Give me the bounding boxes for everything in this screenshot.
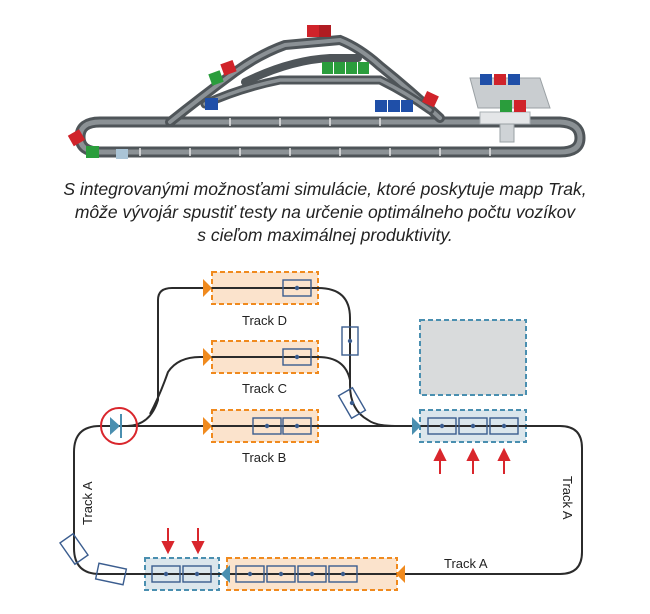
3d-rail-ticks bbox=[139, 118, 491, 156]
red-down-arrow bbox=[161, 528, 175, 555]
3d-cubes bbox=[67, 25, 526, 159]
orange-triangle-marker bbox=[203, 417, 212, 435]
3d-platform bbox=[469, 77, 551, 143]
caption-line-1: S integrovanými možnosťami simulácie, kt… bbox=[63, 179, 587, 199]
track-schematic: Track D Track C Track B Track A Track A … bbox=[59, 271, 583, 591]
red-down-arrow bbox=[191, 528, 205, 555]
shuttle bbox=[458, 417, 488, 435]
shuttle bbox=[151, 565, 181, 583]
shuttle bbox=[427, 417, 457, 435]
shuttle bbox=[282, 417, 312, 435]
red-up-arrow bbox=[497, 447, 511, 474]
label-track-b: Track B bbox=[242, 450, 286, 465]
shuttle bbox=[341, 326, 359, 356]
red-up-arrow bbox=[466, 447, 480, 474]
label-track-a-bottom: Track A bbox=[444, 556, 488, 571]
label-track-c: Track C bbox=[242, 381, 287, 396]
label-track-d: Track D bbox=[242, 313, 287, 328]
red-up-arrow bbox=[433, 447, 447, 474]
label-track-a-right: Track A bbox=[560, 476, 575, 520]
switch-marker bbox=[110, 417, 120, 435]
teal-triangle-marker bbox=[412, 417, 421, 435]
orange-triangle-marker bbox=[203, 348, 212, 366]
direction-markers bbox=[203, 279, 421, 583]
shuttle bbox=[282, 279, 312, 297]
load-arrows bbox=[161, 447, 511, 555]
shuttle bbox=[252, 417, 282, 435]
shuttle bbox=[328, 565, 358, 583]
shuttle bbox=[489, 417, 519, 435]
track-3d-render bbox=[67, 25, 586, 159]
shuttle bbox=[282, 348, 312, 366]
orange-triangle-marker bbox=[396, 565, 405, 583]
shuttle bbox=[59, 532, 89, 566]
orange-zones bbox=[211, 271, 398, 591]
shuttle bbox=[94, 562, 128, 586]
shuttle bbox=[297, 565, 327, 583]
shuttle bbox=[235, 565, 265, 583]
caption-line-3: s cieľom maximálnej produktivity. bbox=[197, 225, 453, 245]
zone-gray-area bbox=[419, 319, 527, 396]
track-lines bbox=[73, 287, 583, 575]
shuttle bbox=[337, 386, 367, 420]
shuttle-dots bbox=[163, 285, 507, 577]
shuttle bbox=[266, 565, 296, 583]
caption: S integrovanými možnosťami simulácie, kt… bbox=[0, 178, 650, 247]
orange-triangle-marker bbox=[203, 279, 212, 297]
switch bbox=[100, 407, 138, 445]
switch-circle bbox=[100, 407, 138, 445]
shuttle bbox=[182, 565, 212, 583]
shuttles bbox=[59, 279, 519, 586]
caption-line-2: môže vývojár spustiť testy na určenie op… bbox=[74, 202, 576, 222]
label-track-a-left: Track A bbox=[80, 481, 95, 525]
teal-triangle-marker bbox=[221, 565, 230, 583]
3d-main-loop bbox=[74, 34, 586, 158]
